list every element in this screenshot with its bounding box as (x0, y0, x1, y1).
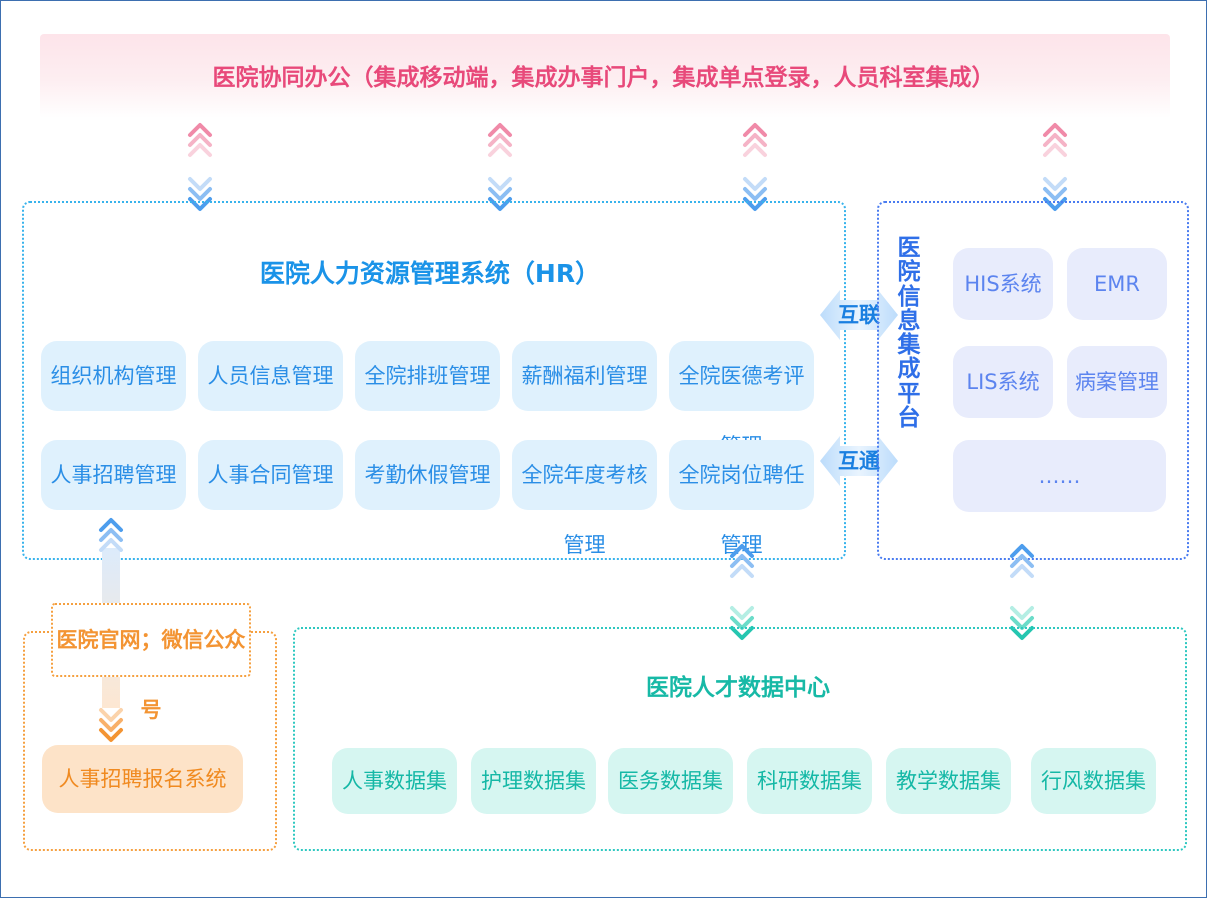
integration-platform-title: 医院信息集成平台 (897, 235, 921, 432)
hr-module-attendance: 考勤休假管理 (355, 440, 500, 510)
arrow-top-1-icon (187, 121, 213, 213)
dataset-teaching: 教学数据集 (886, 748, 1011, 814)
arrow-down-recruit-icon (98, 706, 124, 746)
platform-more: …… (953, 440, 1166, 512)
recruit-registration-system: 人事招聘报名系统 (42, 745, 243, 813)
collab-office-title: 医院协同办公（集成移动端，集成办事门户，集成单点登录，人员科室集成） (212, 65, 995, 91)
hr-module-appointment: 全院岗位聘任管理 (669, 440, 814, 557)
hr-system-group (22, 201, 846, 560)
link-interconnect-label: 互联 (838, 303, 880, 327)
integration-platform-group (877, 201, 1189, 560)
arrow-top-3-icon (742, 121, 768, 213)
platform-emr: EMR (1067, 248, 1167, 320)
collab-office-banner (40, 34, 1170, 118)
dataset-nursing: 护理数据集 (471, 748, 596, 814)
website-wechat-label: 医院官网；微信公众号 (51, 603, 251, 722)
talent-datacenter-title: 医院人才数据中心 (646, 675, 830, 701)
platform-records: 病案管理 (1067, 346, 1167, 418)
hr-module-ethics: 全院医德考评管理 (669, 341, 814, 458)
hr-module-salary: 薪酬福利管理 (512, 341, 657, 411)
platform-his: HIS系统 (953, 248, 1053, 320)
hr-system-title: 医院人力资源管理系统（HR） (259, 259, 601, 288)
arrow-hr-datacenter-icon (729, 542, 755, 642)
hr-module-personnel: 人员信息管理 (198, 341, 343, 411)
link-intercommunicate-label: 互通 (838, 449, 880, 473)
hr-module-scheduling: 全院排班管理 (355, 341, 500, 411)
dataset-medical: 医务数据集 (608, 748, 733, 814)
platform-lis: LIS系统 (953, 346, 1053, 418)
arrow-top-2-icon (487, 121, 513, 213)
arrow-top-4-icon (1042, 121, 1068, 213)
dataset-research: 科研数据集 (747, 748, 872, 814)
dataset-personnel: 人事数据集 (332, 748, 457, 814)
hr-module-assessment: 全院年度考核管理 (512, 440, 657, 557)
hr-module-contract: 人事合同管理 (198, 440, 343, 510)
hr-module-recruit: 人事招聘管理 (41, 440, 186, 510)
hr-module-org: 组织机构管理 (41, 341, 186, 411)
dataset-conduct: 行风数据集 (1031, 748, 1156, 814)
arrow-up-recruit-icon (98, 516, 124, 552)
talent-datacenter-group (293, 627, 1187, 851)
